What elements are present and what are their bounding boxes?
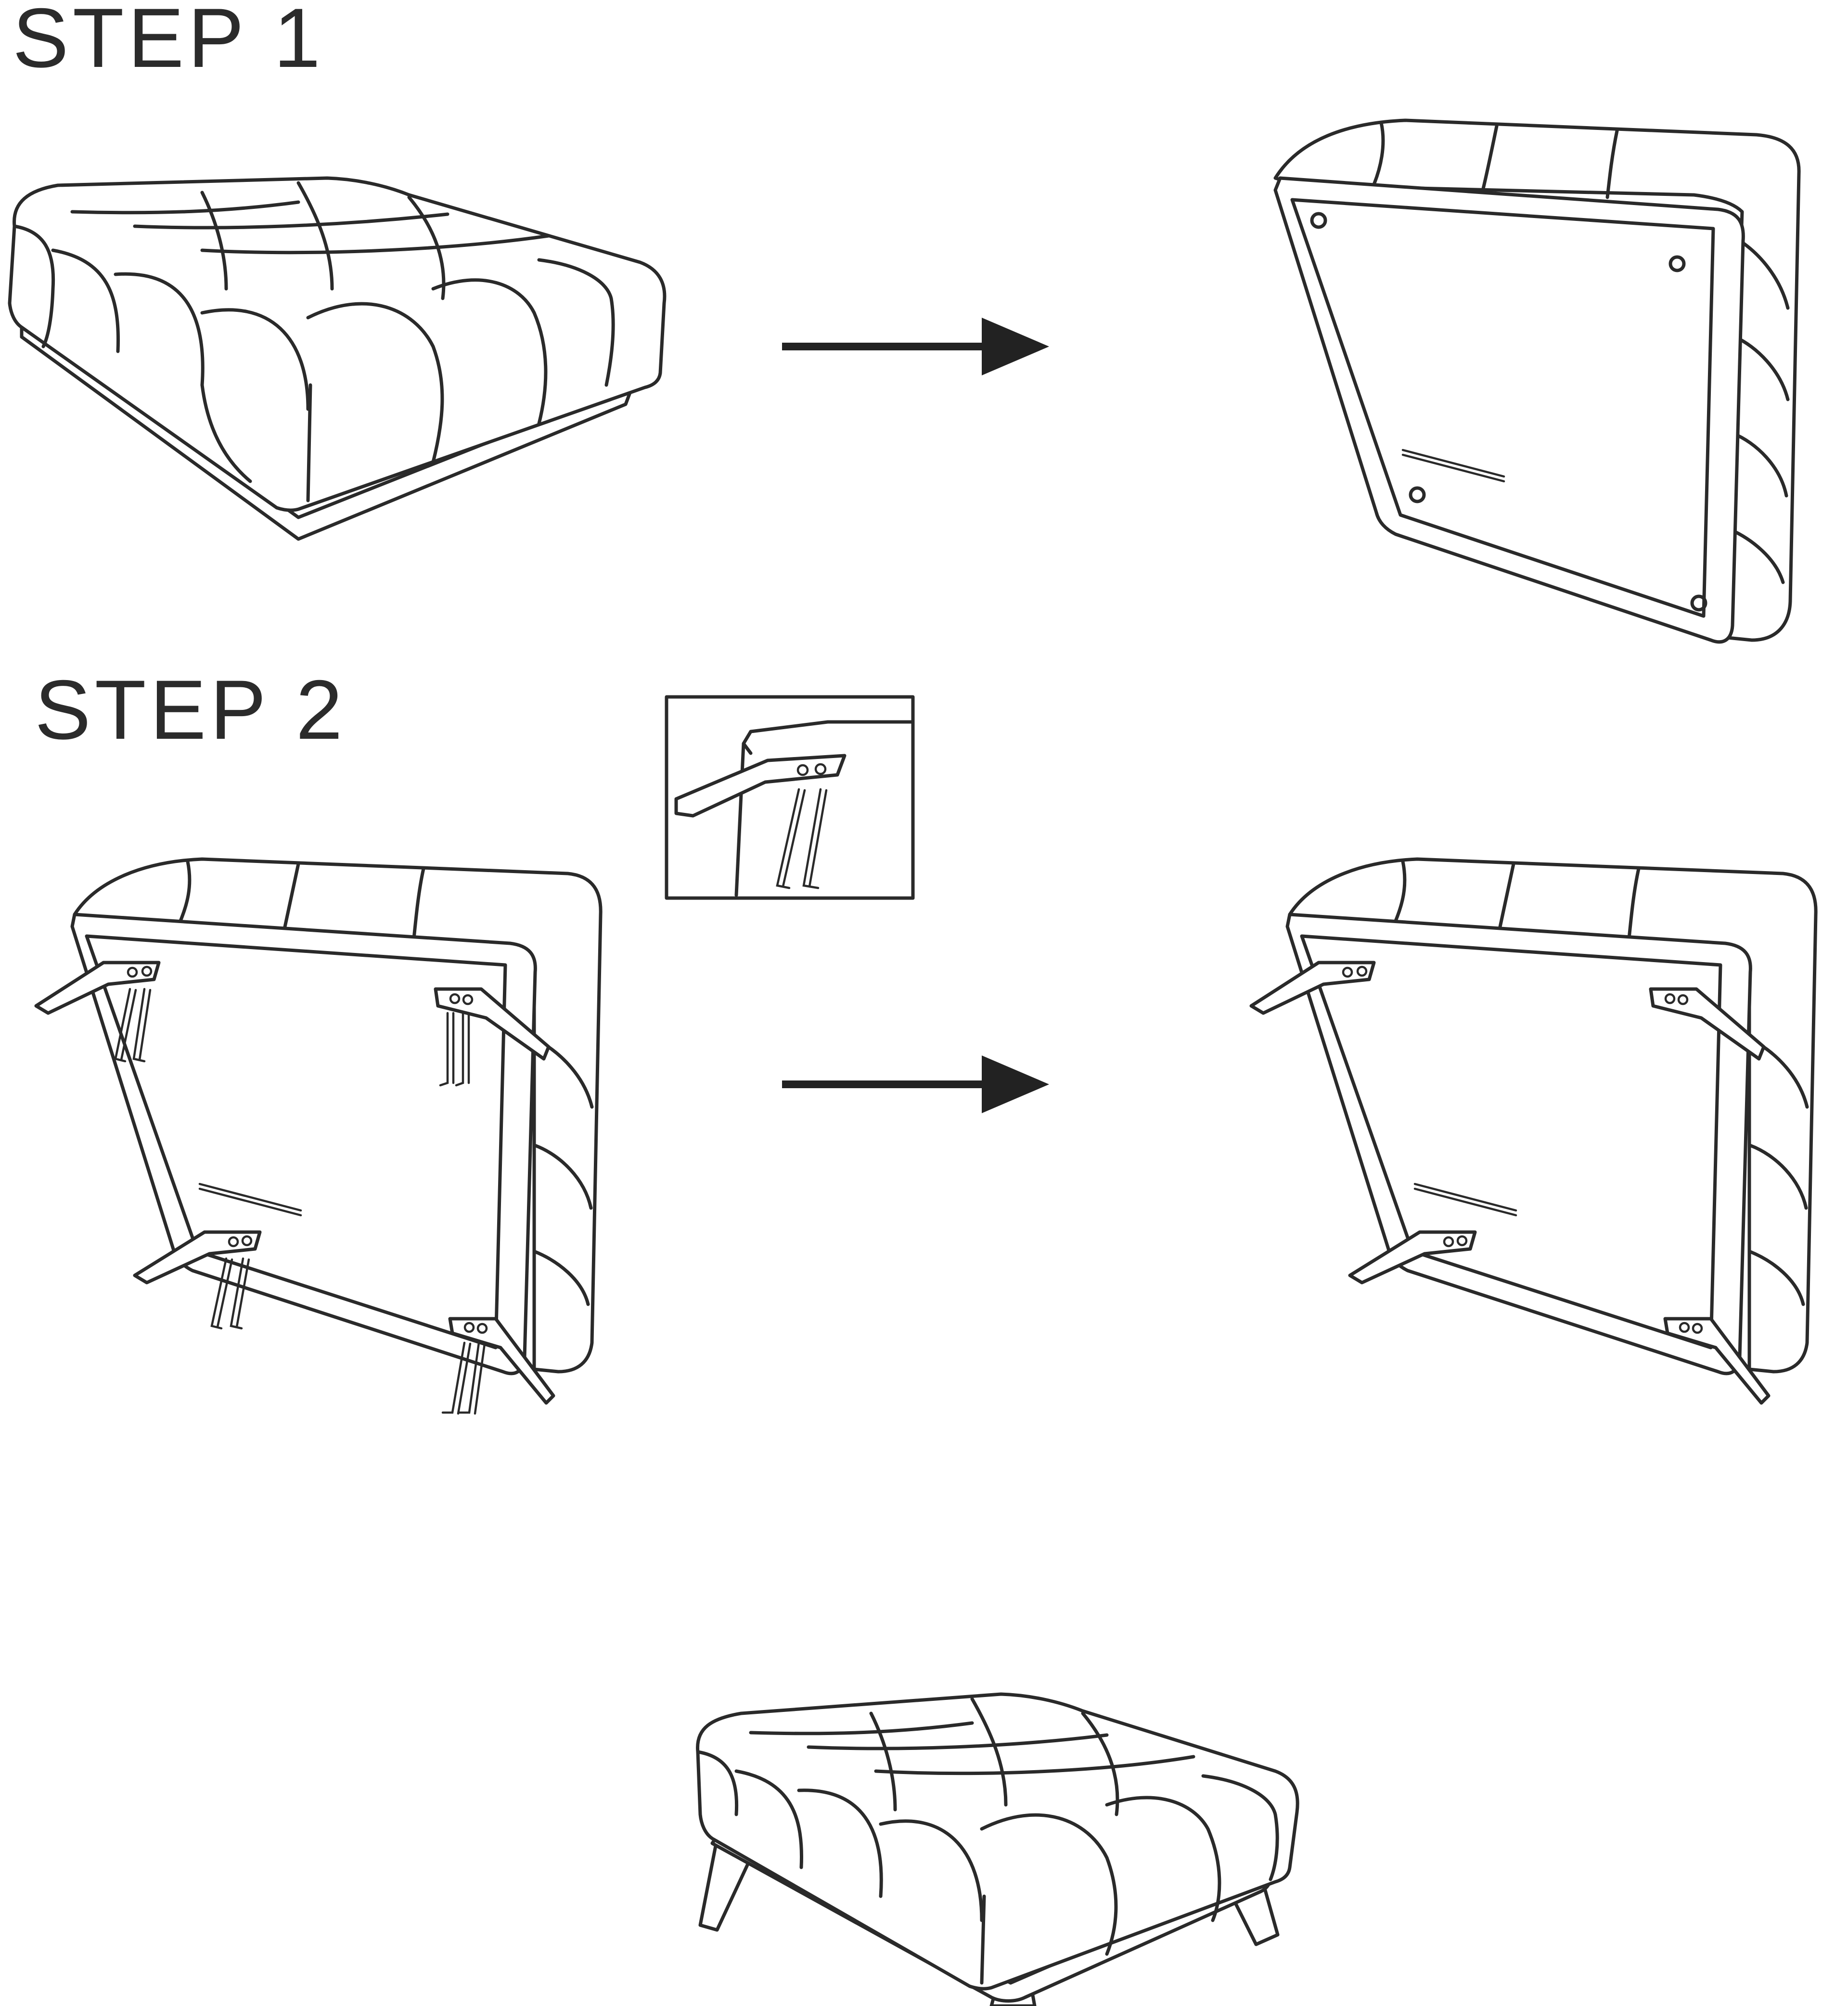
ottoman-underside-legs-attached (1249, 857, 1818, 1405)
ottoman-underside-attaching-legs (34, 857, 603, 1415)
ottoman-assembled (696, 1692, 1299, 2006)
ottoman-upright-no-legs (8, 176, 667, 541)
step-1-title: STEP 1 (13, 0, 324, 85)
step-2-title: STEP 2 (35, 663, 346, 757)
right-arrow-icon (782, 318, 1049, 375)
leg-detail-inset (665, 695, 915, 900)
ottoman-flipped-underside (1273, 118, 1801, 644)
right-arrow-icon (782, 1055, 1049, 1113)
